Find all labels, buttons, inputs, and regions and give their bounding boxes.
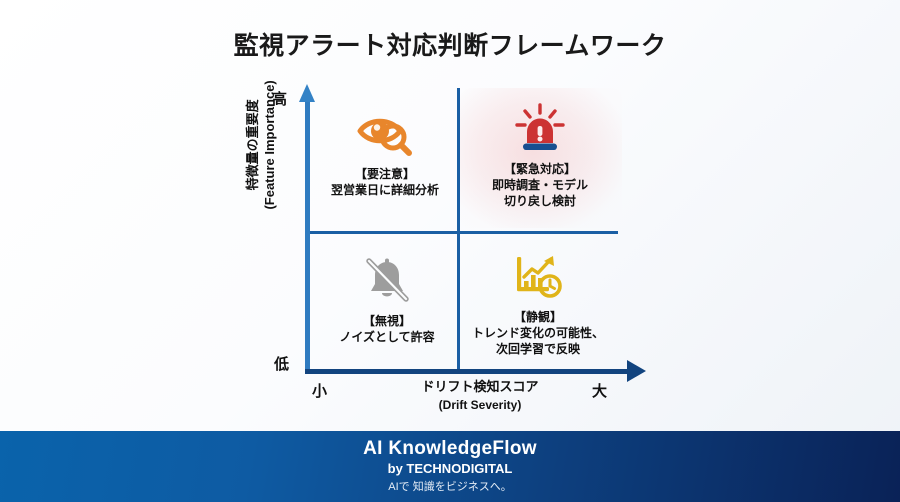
quadrant-watch-body2: 次回学習で反映 bbox=[495, 342, 580, 357]
quadrant-ignore[interactable]: 【無視】 ノイズとして許容 bbox=[312, 252, 462, 345]
quadrant-caution[interactable]: 【要注意】 翌営業日に詳細分析 bbox=[310, 105, 460, 198]
y-axis-tick-low: 低 bbox=[274, 356, 290, 373]
eye-magnifier-icon bbox=[310, 105, 460, 163]
quadrant-urgent-body: 即時調査・モデル bbox=[491, 178, 588, 193]
footer-brand: AI KnowledgeFlow bbox=[363, 438, 537, 459]
x-axis-line bbox=[305, 369, 630, 374]
quadrant-watch-body: トレンド変化の可能性、 bbox=[471, 326, 604, 341]
footer-banner: AI KnowledgeFlow by TECHNODIGITAL AIで 知識… bbox=[0, 431, 900, 502]
y-axis-arrow-icon bbox=[299, 84, 315, 102]
y-axis-label-ja: 特徴量の重要度 bbox=[245, 99, 261, 191]
quadrant-caution-caption: 【要注意】 翌営業日に詳細分析 bbox=[310, 166, 460, 198]
quadrant-urgent-body2: 切り戻し検討 bbox=[503, 194, 576, 209]
quadrant-watch-heading: 【静観】 bbox=[513, 310, 562, 324]
x-axis-tick-small: 小 bbox=[312, 383, 328, 400]
x-axis-label-en: (Drift Severity) bbox=[438, 397, 522, 412]
quadrant-urgent-caption: 【緊急対応】 即時調査・モデル 切り戻し検討 bbox=[465, 161, 615, 210]
x-axis-label-ja: ドリフト検知スコア bbox=[421, 379, 539, 394]
y-axis-tick-high: 高 bbox=[272, 91, 288, 108]
quadrant-watch[interactable]: 【静観】 トレンド変化の可能性、 次回学習で反映 bbox=[463, 248, 613, 358]
x-axis-tick-large: 大 bbox=[592, 383, 608, 400]
page-title: 監視アラート対応判断フレームワーク bbox=[233, 32, 667, 60]
quadrant-ignore-heading: 【無視】 bbox=[362, 314, 411, 328]
quadrant-caution-heading: 【要注意】 bbox=[354, 167, 415, 181]
footer-tagline: AIで 知識をビジネスへ。 bbox=[388, 481, 512, 493]
quadrant-divider-horizontal bbox=[305, 231, 618, 234]
chart-trend-clock-icon bbox=[463, 248, 613, 306]
y-axis-line bbox=[305, 100, 310, 372]
x-axis-arrow-icon bbox=[627, 360, 646, 382]
quadrant-urgent-heading: 【緊急対応】 bbox=[503, 162, 576, 176]
quadrant-ignore-caption: 【無視】 ノイズとして許容 bbox=[312, 313, 462, 345]
quadrant-ignore-body: ノイズとして許容 bbox=[339, 330, 435, 345]
x-axis-label: ドリフト検知スコア (Drift Severity) bbox=[370, 378, 590, 413]
footer-by: by TECHNODIGITAL bbox=[387, 461, 513, 476]
quadrant-divider-vertical bbox=[457, 88, 460, 369]
quadrant-urgent[interactable]: 【緊急対応】 即時調査・モデル 切り戻し検討 bbox=[465, 100, 615, 210]
quadrant-watch-caption: 【静観】 トレンド変化の可能性、 次回学習で反映 bbox=[463, 309, 613, 358]
bell-muted-icon bbox=[312, 252, 462, 310]
alarm-siren-icon bbox=[465, 100, 615, 158]
quadrant-caution-body: 翌営業日に詳細分析 bbox=[330, 183, 439, 198]
